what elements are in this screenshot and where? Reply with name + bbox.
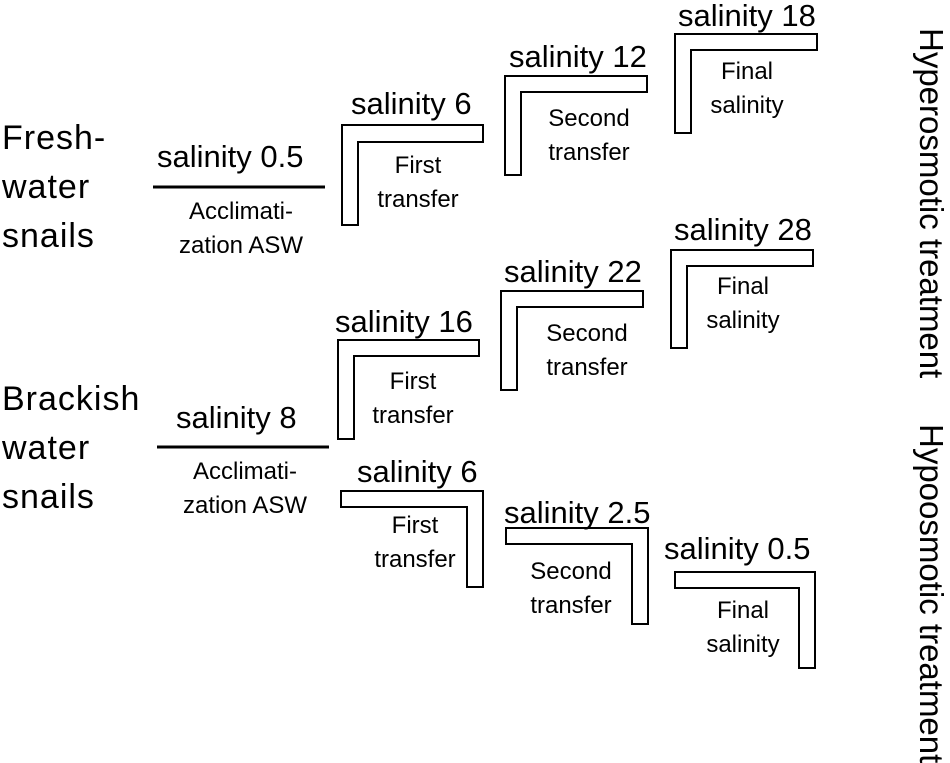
bw-hypo-final-step-line2: salinity [706,631,780,658]
fw-first-step-line1: First [394,152,442,179]
fw-first-salinity: salinity 6 [351,86,472,121]
bw-hyper-final-salinity: salinity 28 [674,212,812,247]
freshwater-label-line3: snails [2,217,95,255]
hypoosmotic-line2: treatment [913,623,950,763]
fw-final-salinity: salinity 18 [678,0,816,33]
bw-hypo-second-transfer-bracket [505,527,649,625]
fw-second-step-line2: transfer [548,139,630,166]
bw-hypo-first-step-line1: First [391,512,439,539]
freshwater-label-line2: water [2,168,91,206]
bw-hypo-final-step-line1: Final [716,597,770,624]
salinity-transfer-diagram [153,33,818,669]
brackish-label-line1: Brackish [2,380,141,418]
bw-hypo-second-salinity: salinity 2.5 [504,495,651,530]
bw-hyper-second-step-line2: transfer [546,354,628,381]
brackish-label-line2: water [2,429,91,467]
bw-hypo-second-step-line2: transfer [530,592,612,619]
hyperosmotic-line2: treatment [913,238,950,379]
bw-hypo-first-step: First transfer [355,509,475,577]
bw-hypo-first-transfer-bracket [340,490,484,588]
fw-final-step-line1: Final [720,58,774,85]
bw-hyper-first-transfer-bracket [337,339,480,440]
bw-hyper-first-step-line2: transfer [372,402,454,429]
fw-second-salinity: salinity 12 [509,39,647,74]
fw-first-step: First transfer [358,149,478,217]
brackish-water-snails-label: Brackish water snails [2,375,140,522]
bw-hypo-first-salinity: salinity 6 [357,454,478,489]
bw-hypo-final-salinity-bracket [674,571,816,669]
bw-hyper-first-step-line1: First [389,368,437,395]
bw-acclimatization-step-line1: Acclimati- [192,458,297,485]
fw-second-step-line1: Second [548,105,630,132]
bw-hyper-first-step: First transfer [353,365,473,433]
fw-acclimatization-step-line2: zation ASW [178,232,304,259]
hyperosmotic-line1: Hyperosmotic [913,28,950,230]
bw-hypo-second-step-line1: Second [530,558,612,585]
fw-first-transfer-bracket [341,124,484,226]
hyperosmotic-treatment-label: Hyperosmotic treatment [862,28,950,378]
bw-hyper-second-salinity: salinity 22 [504,254,642,289]
fw-acclimatization-step-line1: Acclimati- [188,198,293,225]
fw-final-step: Final salinity [688,55,806,123]
freshwater-label-line1: Fresh- [2,119,107,157]
fw-final-salinity-bracket [674,33,818,134]
bw-hyper-first-salinity: salinity 16 [335,304,473,339]
bw-hypo-second-step: Second transfer [511,555,631,623]
bw-hyper-final-step: Final salinity [684,270,802,338]
bw-acclimatization-salinity: salinity 8 [176,400,297,435]
bw-hyper-second-step-line1: Second [546,320,628,347]
fw-acclimatization-step: Acclimati- zation ASW [156,195,326,263]
bw-hypo-first-step-line2: transfer [374,546,456,573]
hypoosmotic-line1: Hypoosmotic [913,424,950,615]
freshwater-snails-label: Fresh- water snails [2,114,106,261]
hypoosmotic-treatment-label: Hypoosmotic treatment [862,424,950,763]
bw-hypo-final-step: Final salinity [684,594,802,662]
bw-hyper-final-step-line2: salinity [706,307,780,334]
fw-acclimatization-salinity: salinity 0.5 [157,139,304,174]
bw-hyper-second-step: Second transfer [527,317,647,385]
fw-final-step-line2: salinity [710,92,784,119]
fw-second-step: Second transfer [529,102,649,170]
bw-hypo-final-salinity: salinity 0.5 [664,531,811,566]
fw-first-step-line2: transfer [377,186,459,213]
bw-hyper-final-step-line1: Final [716,273,770,300]
bw-acclimatization-step: Acclimati- zation ASW [160,455,330,523]
fw-second-transfer-bracket [504,75,648,176]
bw-acclimatization-step-line2: zation ASW [182,492,308,519]
bw-hyper-final-salinity-bracket [670,249,814,349]
bw-hyper-second-transfer-bracket [500,290,644,391]
brackish-label-line3: snails [2,478,95,516]
